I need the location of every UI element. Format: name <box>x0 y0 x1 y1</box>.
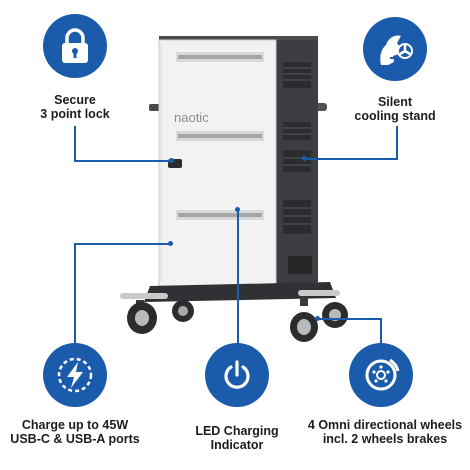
rear-panel <box>288 256 312 274</box>
wheels-feature-line2: incl. 2 wheels brakes <box>322 432 448 446</box>
lock-connector-v <box>74 126 76 161</box>
lock-connector-h <box>74 160 172 162</box>
charging-bolt-icon <box>57 357 93 393</box>
door-vent-holes <box>178 55 262 217</box>
lock-feature-line2: 3 point lock <box>40 107 110 121</box>
cooling-feature-badge <box>363 17 427 81</box>
brand-logo: naotic <box>174 110 209 125</box>
cooling-connector-h <box>305 158 398 160</box>
cooling-feature-label: Silent cooling stand <box>345 95 445 123</box>
charge-connector-dot <box>168 241 173 246</box>
lock-connector-dot <box>169 158 174 163</box>
padlock-icon <box>62 28 88 63</box>
wheels-feature-label: 4 Omni directional wheels incl. 2 wheels… <box>305 418 465 446</box>
lock-feature-line1: Secure <box>54 93 96 107</box>
lock-feature-label: Secure 3 point lock <box>25 93 125 121</box>
wheel-back-left <box>172 300 194 322</box>
wheels-connector-h <box>318 318 382 320</box>
wheel-back-right <box>322 302 348 328</box>
wheels-feature-badge <box>349 343 413 407</box>
led-feature-badge <box>205 343 269 407</box>
cooling-connector-v <box>396 126 398 159</box>
charge-feature-badge <box>43 343 107 407</box>
led-connector-dot <box>235 207 240 212</box>
charge-feature-label: Charge up to 45W USB-C & USB-A ports <box>5 418 145 446</box>
lock-feature-badge <box>43 14 107 78</box>
wheel-front-right <box>290 296 318 342</box>
charge-connector-v <box>74 243 76 343</box>
cooling-feature-line2: cooling stand <box>354 109 436 123</box>
charge-feature-line2: USB-C & USB-A ports <box>10 432 140 446</box>
led-feature-line1: LED Charging <box>195 424 279 438</box>
silent-fan-icon <box>380 35 413 65</box>
cooling-feature-line1: Silent <box>377 95 413 109</box>
side-vent-grid <box>283 67 311 225</box>
wheels-connector-v <box>380 318 382 344</box>
led-feature-line2: Indicator <box>210 438 264 452</box>
charge-connector-h <box>74 243 171 245</box>
wheels-feature-line1: 4 Omni directional wheels <box>307 418 463 432</box>
front-bumper <box>120 293 168 299</box>
wheel-brake-icon <box>365 358 400 391</box>
power-button-icon <box>224 360 250 389</box>
wheel-front-left <box>127 300 157 334</box>
charge-feature-line1: Charge up to 45W <box>21 418 129 432</box>
led-feature-label: LED Charging Indicator <box>182 424 292 452</box>
side-vents <box>283 62 311 234</box>
cart-base <box>144 282 336 302</box>
led-connector-v <box>237 210 239 344</box>
cooling-connector-dot <box>302 156 307 161</box>
wheels-connector-dot <box>315 316 320 321</box>
